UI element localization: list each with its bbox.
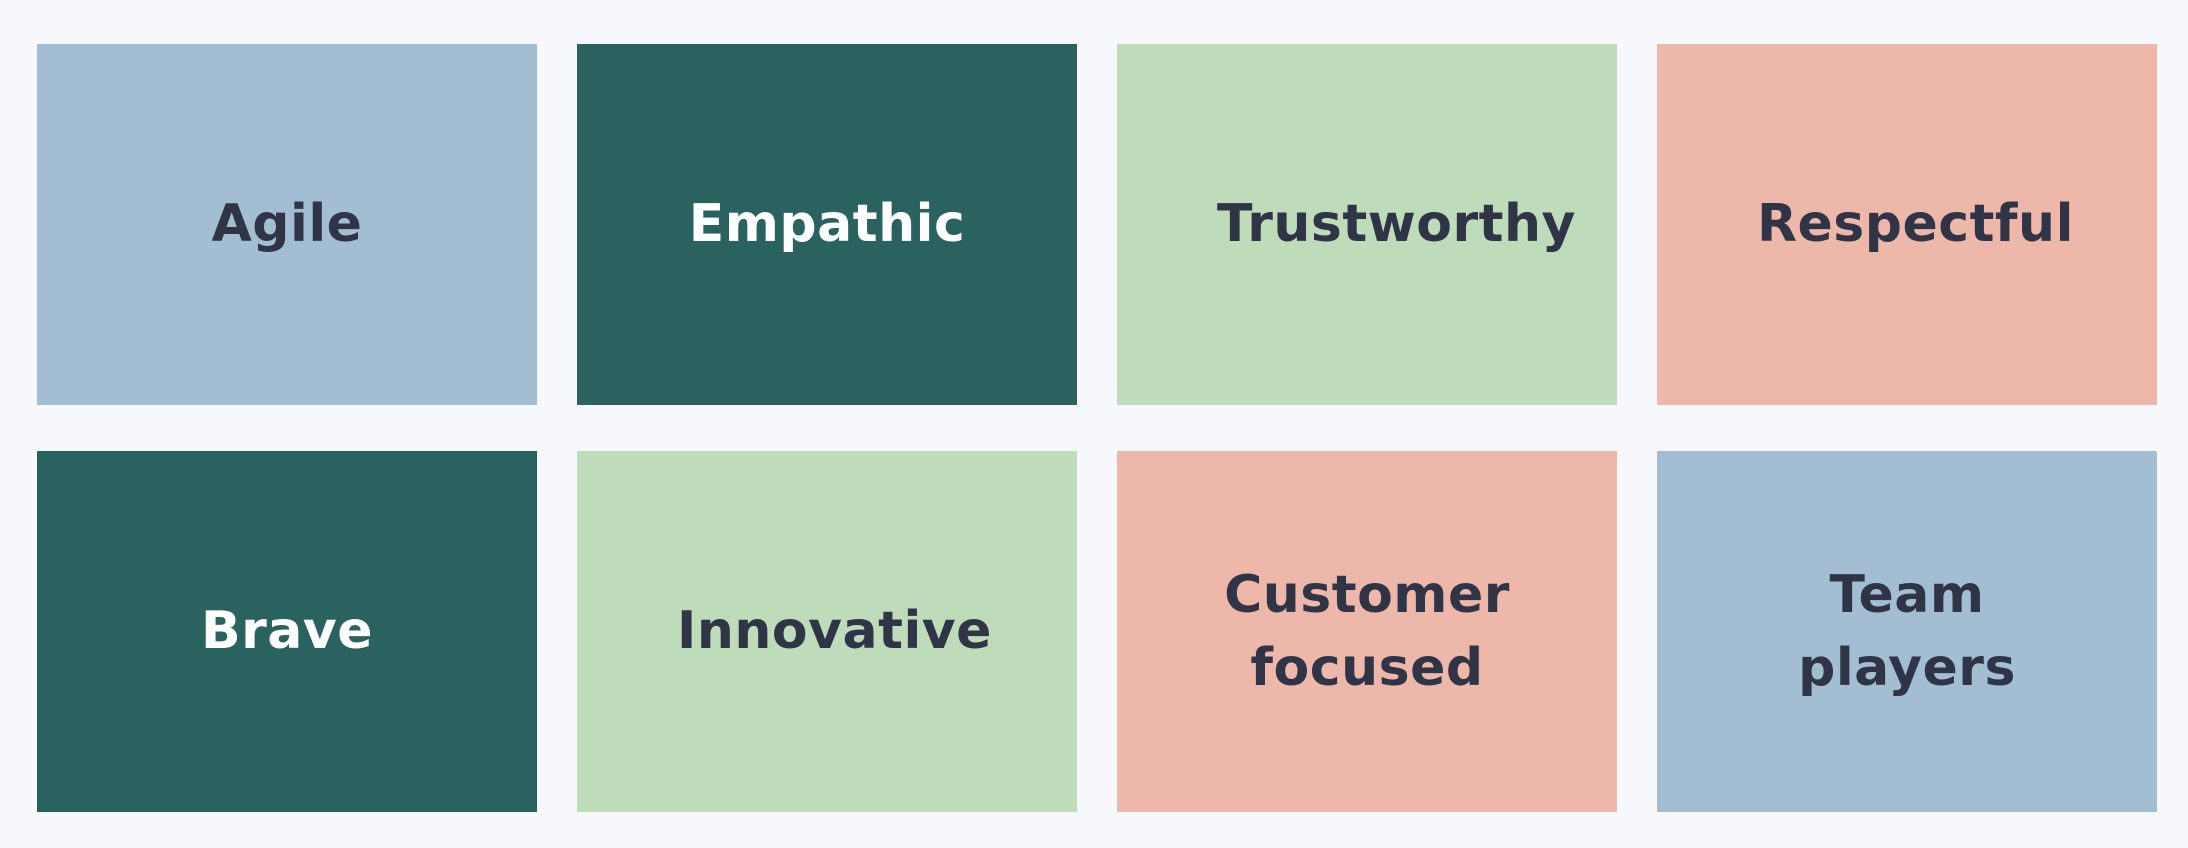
value-label: Customer focused [1224,564,1510,698]
value-label: Trustworthy [1217,194,1576,255]
value-tile-respectful: Respectful [1657,44,2157,405]
value-tile-customer-focused: Customer focused [1117,451,1617,812]
value-label: Respectful [1757,194,2074,255]
value-tile-empathic: Empathic [577,44,1077,405]
value-tile-brave: Brave [37,451,537,812]
values-grid: Agile Empathic Trustworthy Respectful Br… [37,44,2157,812]
value-label: Empathic [688,194,966,255]
value-tile-trustworthy: Trustworthy [1117,44,1617,405]
value-tile-team-players: Team players [1657,451,2157,812]
value-tile-agile: Agile [37,44,537,405]
value-label: Brave [200,601,374,662]
value-label: Innovative [677,601,992,662]
value-label: Team players [1798,564,2016,698]
value-label: Agile [211,194,363,255]
value-tile-innovative: Innovative [577,451,1077,812]
